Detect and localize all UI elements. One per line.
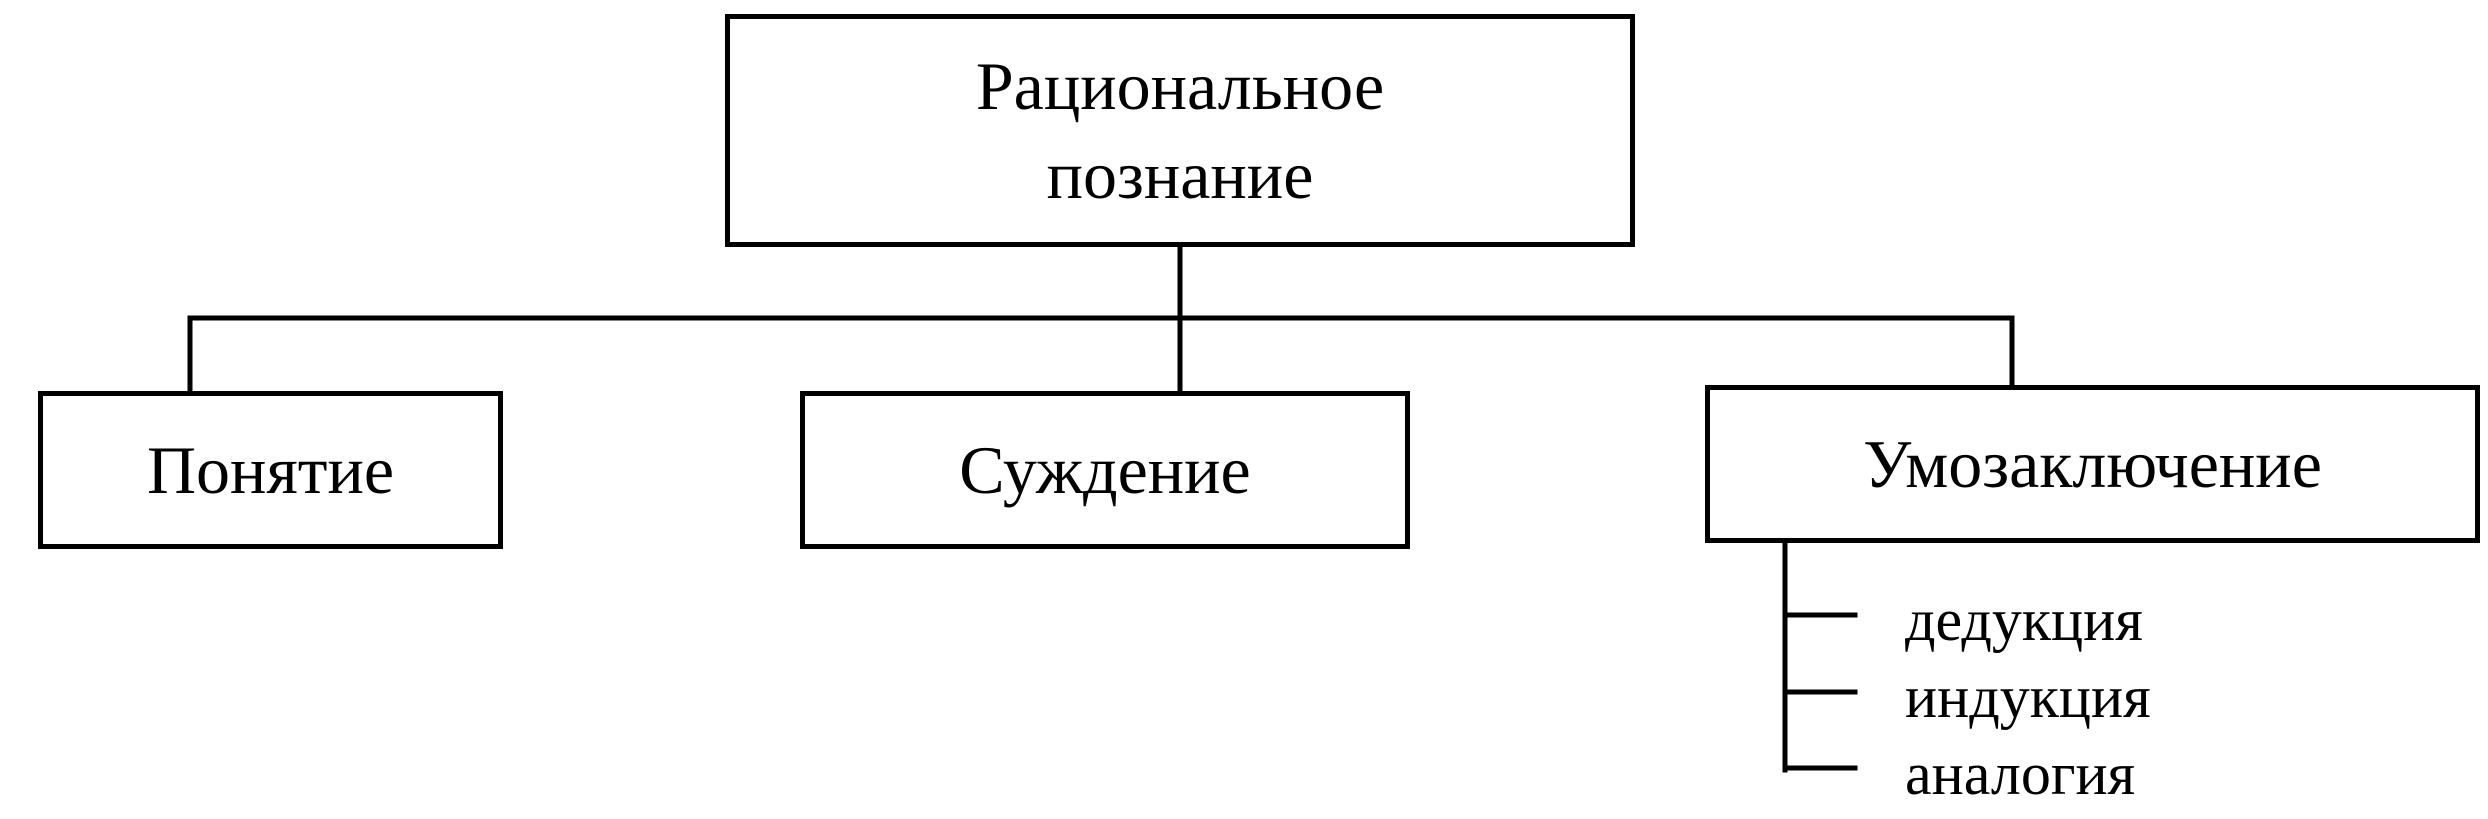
node-box-ponyatie: Понятие <box>38 391 503 549</box>
node-box-suzhdenie: Суждение <box>800 391 1410 549</box>
sub-item-induktsiya: индукция <box>1905 664 2151 730</box>
root-node-box: Рациональное познание <box>725 14 1635 247</box>
root-node-label: Рациональное познание <box>975 48 1385 213</box>
sub-item-deduktsiya: дедукция <box>1905 587 2143 653</box>
sub-item-analogiya: аналогия <box>1905 741 2136 807</box>
node-label-suzhdenie: Суждение <box>959 431 1251 508</box>
node-box-umozaklyuchenie: Умозаключение <box>1705 385 2480 543</box>
node-label-ponyatie: Понятие <box>146 431 395 508</box>
node-label-umozaklyuchenie: Умозаключение <box>1863 425 2322 502</box>
